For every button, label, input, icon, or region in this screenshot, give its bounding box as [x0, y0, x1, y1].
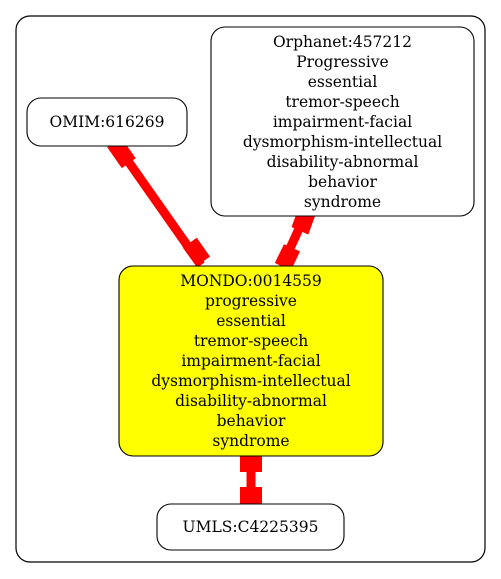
edge-end-marker-mondo: [182, 237, 210, 267]
node-label-line: syndrome: [304, 193, 381, 211]
node-label-line: syndrome: [212, 432, 289, 450]
node-label-line: OMIM:616269: [50, 113, 165, 131]
node-label-line: impairment-facial: [181, 352, 320, 370]
node-label-line: impairment-facial: [273, 113, 412, 131]
node-label-line: dysmorphism-intellectual: [151, 372, 350, 390]
node-label-line: Orphanet:457212: [273, 33, 412, 51]
node-box: [210, 26, 475, 217]
node-label-line: tremor-speech: [285, 93, 399, 111]
node-box: [118, 265, 384, 457]
edge-omim-mondo: [107, 137, 210, 268]
node-label-line: tremor-speech: [194, 332, 308, 350]
node-mondo[interactable]: MONDO:0014559 progressive essential tremor-…: [118, 265, 384, 457]
node-label-line: Progressive: [296, 53, 388, 71]
edge-mondo-umls: [240, 450, 262, 508]
node-label: OMIM:616269: [50, 113, 165, 131]
node-umls[interactable]: UMLS:C4225395: [156, 503, 345, 551]
node-label-line: progressive: [205, 292, 297, 310]
node-label-line: UMLS:C4225395: [183, 518, 319, 536]
node-label-line: behavior: [217, 412, 286, 430]
node-label-line: essential: [216, 312, 286, 330]
node-box: [26, 97, 188, 147]
cluster-frame: [15, 15, 486, 563]
node-box: [156, 503, 345, 551]
node-label-line: disability-abnormal: [175, 392, 327, 410]
node-label: UMLS:C4225395: [183, 518, 319, 536]
node-label-line: disability-abnormal: [267, 153, 419, 171]
edge-end-marker-mondo: [274, 244, 300, 271]
node-label-line: MONDO:0014559: [180, 272, 322, 290]
node-label-line: behavior: [308, 173, 377, 191]
edge-end-marker-umls: [240, 487, 262, 508]
node-label-line: dysmorphism-intellectual: [243, 133, 442, 151]
node-label-line: essential: [308, 73, 378, 91]
node-omim[interactable]: OMIM:616269: [26, 97, 188, 147]
node-label: MONDO:0014559 progressive essential tremor-…: [151, 272, 350, 450]
